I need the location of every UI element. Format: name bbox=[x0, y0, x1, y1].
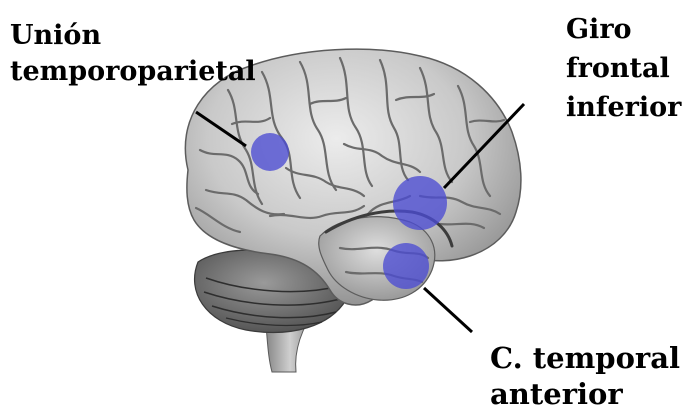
activation-atc bbox=[383, 243, 429, 289]
label-temporoparietal-junction: Unión temporoparietal bbox=[10, 18, 256, 90]
label-ifg-line3: inferior bbox=[566, 88, 681, 127]
label-anterior-temporal: C. temporal anterior bbox=[490, 340, 680, 412]
label-ifg-line1: Giro bbox=[566, 10, 681, 49]
label-inferior-frontal-gyrus: Giro frontal inferior bbox=[566, 10, 681, 127]
label-tpj-line1: Unión bbox=[10, 18, 256, 54]
label-atc-line2: anterior bbox=[490, 376, 680, 412]
label-ifg-line2: frontal bbox=[566, 49, 681, 88]
leader-line-atc bbox=[424, 288, 472, 332]
activation-ifg bbox=[393, 176, 447, 230]
label-atc-line1: C. temporal bbox=[490, 340, 680, 376]
label-tpj-line2: temporoparietal bbox=[10, 54, 256, 90]
activation-tpj bbox=[251, 133, 289, 171]
